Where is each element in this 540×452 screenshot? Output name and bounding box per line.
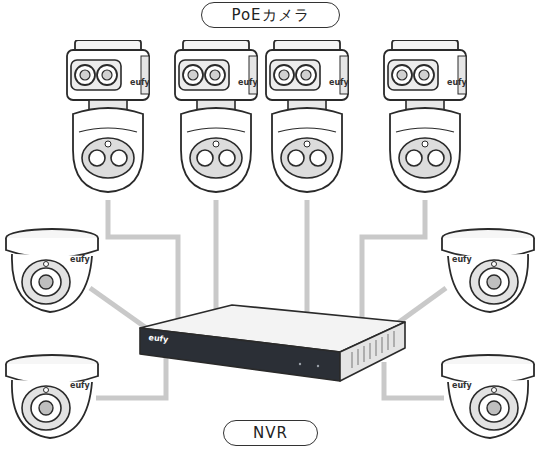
- label-pill: PoEカメラ: [201, 2, 340, 28]
- pill-text: NVR: [253, 424, 288, 442]
- label-pill: NVR: [223, 420, 318, 446]
- brand-logo: eufy: [452, 382, 472, 390]
- brand-logo: eufy: [452, 256, 472, 264]
- pill-text: PoEカメラ: [231, 6, 309, 25]
- brand-logo: eufy: [130, 79, 150, 87]
- brand-logo: eufy: [447, 79, 467, 87]
- brand-logo: eufy: [238, 79, 258, 87]
- brand-logo: eufy: [70, 382, 90, 390]
- brand-logo: eufy: [70, 256, 90, 264]
- brand-logo: eufy: [329, 79, 349, 87]
